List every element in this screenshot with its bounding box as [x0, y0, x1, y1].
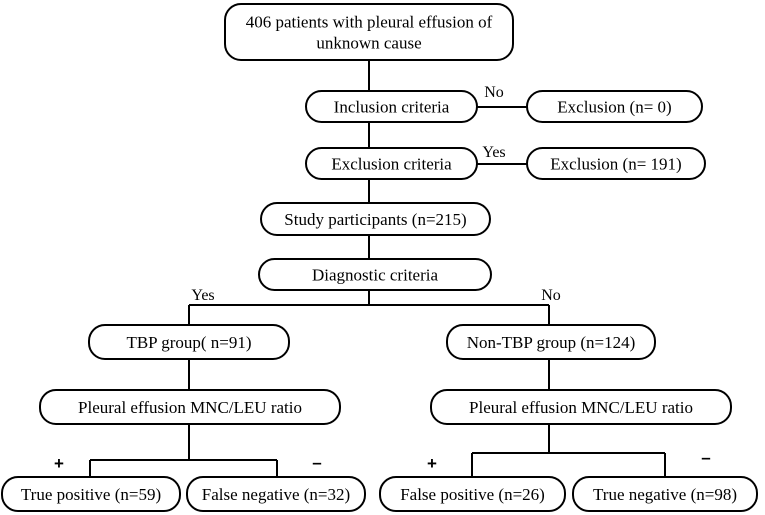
node-box — [430, 389, 732, 425]
node-box — [572, 476, 758, 512]
node-tbp: TBP group( n=91) — [88, 324, 290, 360]
node-inclusion: Inclusion criteria — [305, 90, 478, 123]
node-box — [260, 202, 491, 236]
node-box — [258, 258, 492, 291]
node-label: Exclusion criteria — [331, 155, 452, 174]
node-box — [224, 3, 514, 61]
edge-label-minus_left: – — [312, 453, 321, 472]
node-label: Exclusion (n= 191) — [550, 155, 681, 174]
node-label: True positive (n=59) — [21, 485, 161, 504]
node-tp: True positive (n=59) — [1, 476, 181, 512]
node-label: Study participants (n=215) — [284, 210, 466, 229]
edge-label-plus_left: + — [54, 454, 64, 473]
node-box — [305, 90, 478, 123]
edge-label-yes_tbp: Yes — [191, 287, 214, 304]
node-box — [446, 324, 656, 360]
node-label: Exclusion (n= 0) — [557, 98, 671, 117]
node-label: True negative (n=98) — [593, 485, 737, 504]
node-box — [526, 90, 703, 123]
edge-label-no_inclusion: No — [484, 84, 504, 101]
node-label: Non-TBP group (n=124) — [467, 333, 636, 352]
node-label: False positive (n=26) — [400, 485, 545, 504]
node-label: False negative (n=32) — [202, 485, 350, 504]
node-box — [39, 389, 341, 425]
edge-label-plus_right: + — [427, 454, 437, 473]
node-fn: False negative (n=32) — [186, 476, 366, 512]
node-box — [379, 476, 566, 512]
node-box — [526, 147, 706, 180]
node-label: Pleural effusion MNC/LEU ratio — [469, 398, 693, 417]
node-box — [88, 324, 290, 360]
node-participants: Study participants (n=215) — [260, 202, 491, 236]
node-label: Pleural effusion MNC/LEU ratio — [78, 398, 302, 417]
node-tn: True negative (n=98) — [572, 476, 758, 512]
node-label: 406 patients with pleural effusion of — [246, 13, 493, 32]
node-label: Diagnostic criteria — [312, 266, 438, 285]
node-label: unknown cause — [316, 34, 421, 53]
node-label: TBP group( n=91) — [126, 333, 251, 352]
node-exclusion: Exclusion criteria — [305, 147, 478, 180]
node-box — [1, 476, 181, 512]
node-diagnostic: Diagnostic criteria — [258, 258, 492, 291]
node-label: Inclusion criteria — [334, 98, 450, 117]
edge-label-no_nontbp: No — [541, 287, 561, 304]
edge-label-yes_exclusion: Yes — [482, 144, 505, 161]
node-ratio_right: Pleural effusion MNC/LEU ratio — [430, 389, 732, 425]
node-ratio_left: Pleural effusion MNC/LEU ratio — [39, 389, 341, 425]
node-excl191: Exclusion (n= 191) — [526, 147, 706, 180]
node-start: 406 patients with pleural effusion of unk… — [224, 3, 514, 61]
edge-label-minus_right: – — [701, 448, 710, 467]
node-box — [186, 476, 366, 512]
node-excl0: Exclusion (n= 0) — [526, 90, 703, 123]
node-fp: False positive (n=26) — [379, 476, 566, 512]
node-box — [305, 147, 478, 180]
node-nontbp: Non-TBP group (n=124) — [446, 324, 656, 360]
